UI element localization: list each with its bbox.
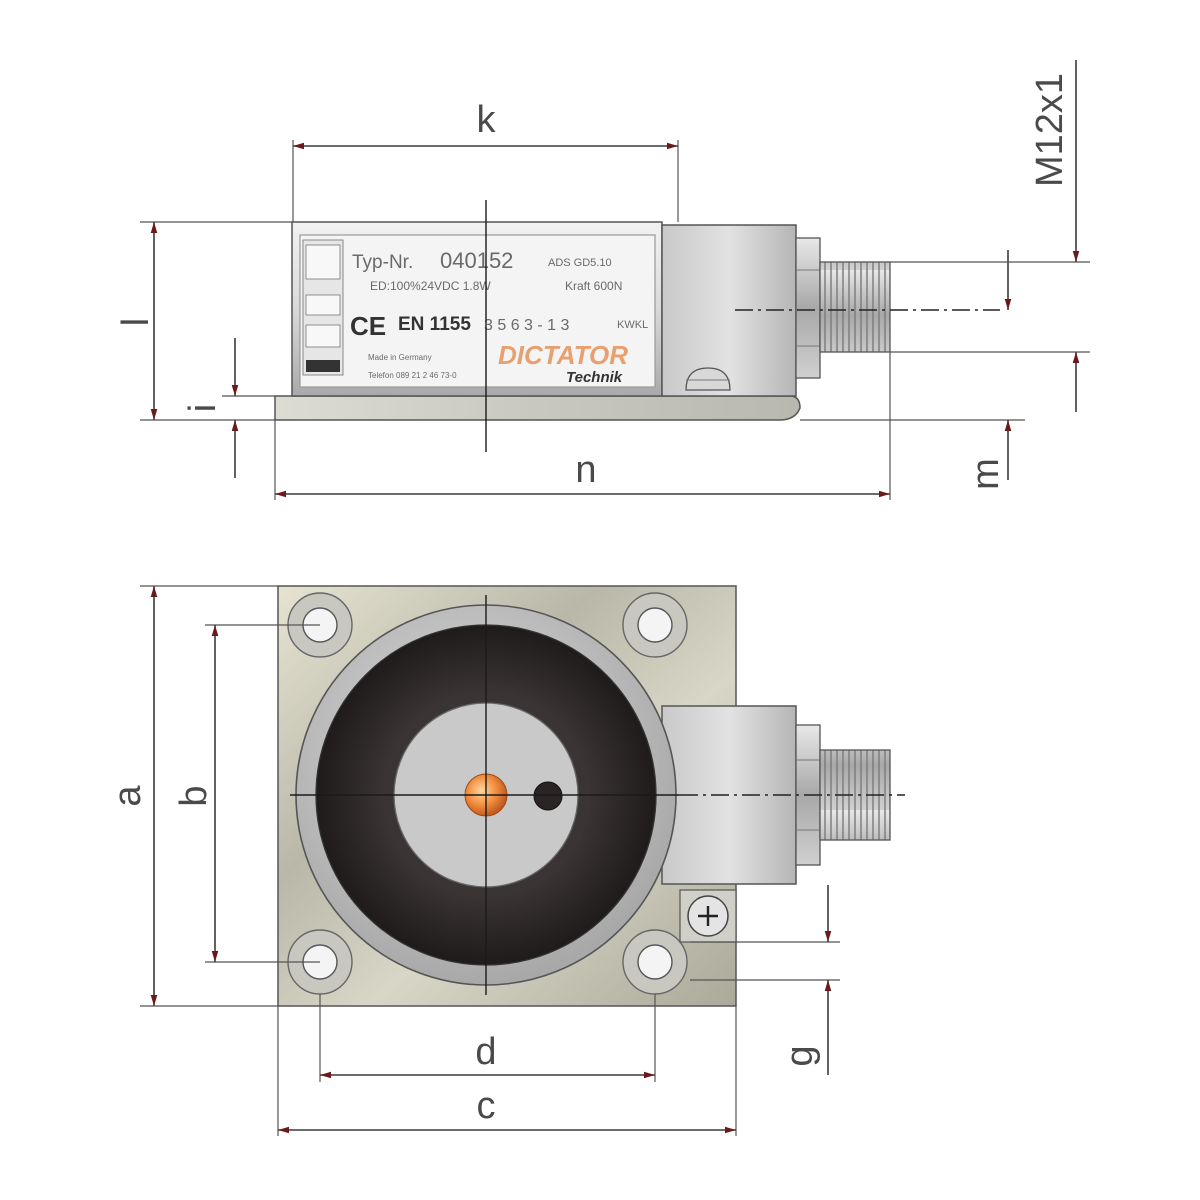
nameplate-duty: ED:100%24VDC 1.8W bbox=[370, 279, 491, 293]
dim-g-label: g bbox=[779, 1045, 821, 1066]
side-base-plate bbox=[274, 395, 801, 421]
dim-a-label: a bbox=[107, 785, 149, 807]
side-view: Typ-Nr. 040152 ADS GD5.10 ED:100%24VDC 1… bbox=[274, 200, 1000, 452]
side-thread-connector bbox=[819, 261, 891, 353]
mounting-hole bbox=[622, 592, 688, 658]
nameplate bbox=[299, 234, 656, 388]
dim-d-label: d bbox=[475, 1031, 496, 1073]
dim-l-label: l bbox=[115, 318, 157, 326]
dim-b-label: b bbox=[173, 785, 215, 806]
nameplate-standard: EN 1155 bbox=[398, 314, 471, 335]
dim-k-label: k bbox=[477, 99, 497, 141]
side-dimensions: k l i n m M12x1 bbox=[115, 60, 1090, 500]
brand-logo: DICTATOR bbox=[498, 340, 628, 370]
brand-sub: Technik bbox=[566, 369, 623, 386]
mounting-hole bbox=[622, 929, 688, 995]
nameplate-type-number: 040152 bbox=[440, 248, 513, 273]
nameplate-type-label: Typ-Nr. bbox=[352, 252, 413, 273]
nameplate-origin: Made in Germany bbox=[368, 353, 432, 362]
dim-i-label: i bbox=[182, 404, 224, 412]
ce-mark: CE bbox=[350, 311, 386, 341]
dim-n-label: n bbox=[575, 449, 596, 491]
nameplate-classification: 3 5 6 3 - 1 3 bbox=[484, 317, 569, 334]
top-dimensions: a b d c g bbox=[107, 585, 840, 1136]
side-hex-nut bbox=[795, 237, 821, 379]
nameplate-model: ADS GD5.10 bbox=[548, 257, 612, 269]
core-hole bbox=[533, 781, 563, 811]
side-screw-head bbox=[685, 367, 731, 391]
screw-icon bbox=[679, 889, 737, 943]
nameplate-force: Kraft 600N bbox=[565, 279, 622, 293]
dim-m-label: m bbox=[965, 458, 1007, 490]
top-view bbox=[277, 585, 905, 1007]
nameplate-phone: Telefon 089 21 2 46 73-0 bbox=[368, 371, 457, 380]
nameplate-class-suffix: KWKL bbox=[617, 319, 648, 331]
dim-thread-label: M12x1 bbox=[1029, 73, 1071, 187]
dim-c-label: c bbox=[477, 1085, 496, 1127]
